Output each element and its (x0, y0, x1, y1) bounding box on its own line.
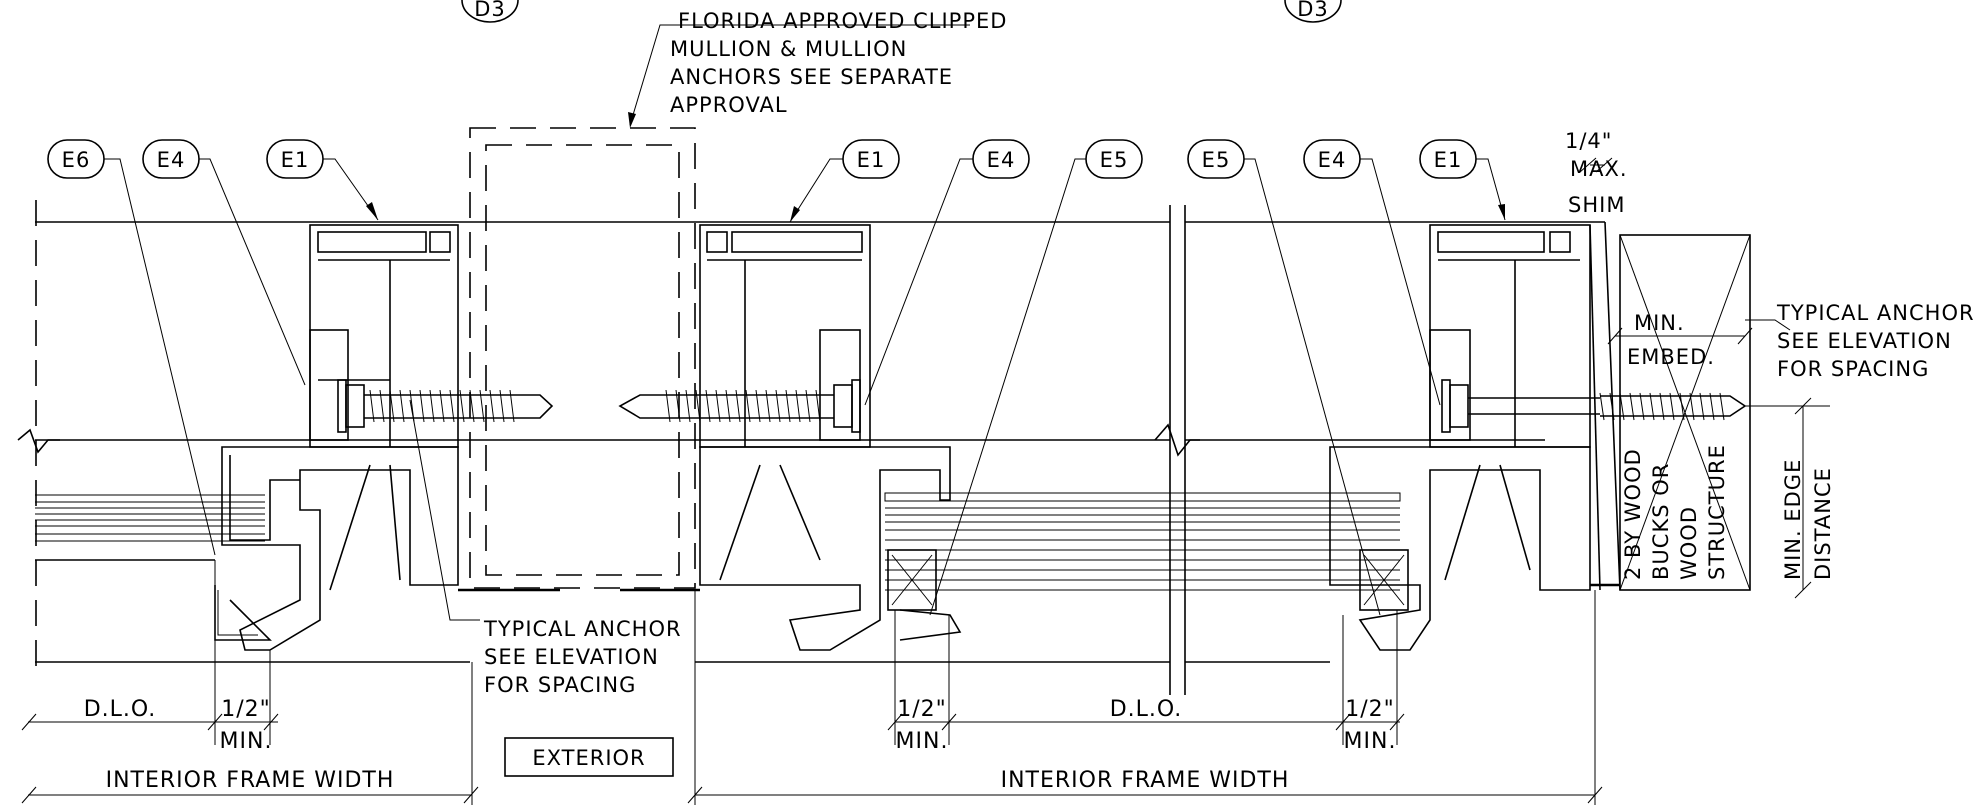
wood-structure (1589, 221, 1751, 591)
svg-text:INTERIOR FRAME WIDTH: INTERIOR FRAME WIDTH (106, 768, 395, 793)
label-exterior: EXTERIOR (504, 737, 674, 777)
anchor-screw-center (618, 379, 861, 433)
svg-text:E5: E5 (1100, 148, 1129, 172)
svg-text:MIN.: MIN. (1344, 729, 1397, 754)
callout-e4-b: E4 (972, 139, 1030, 179)
svg-text:INTERIOR FRAME WIDTH: INTERIOR FRAME WIDTH (1001, 768, 1290, 793)
glass-panel-left (35, 494, 265, 542)
callout-d3-left: D3 (461, 0, 519, 23)
svg-text:E6: E6 (62, 148, 91, 172)
anchor-screw-left (337, 379, 554, 433)
callout-e4-a: E4 (142, 139, 200, 179)
frame-profile-left (214, 224, 700, 651)
svg-text:TYPICAL ANCHOR: TYPICAL ANCHOR (483, 617, 682, 641)
glass-panel-center (884, 492, 1401, 591)
svg-text:MIN.: MIN. (1634, 311, 1685, 335)
note-min-embed: MIN. EMBED. (1607, 311, 1753, 369)
callout-e5-b: E5 (1187, 139, 1245, 179)
svg-text:SEE ELEVATION: SEE ELEVATION (484, 645, 659, 669)
svg-text:FOR SPACING: FOR SPACING (1777, 357, 1929, 381)
svg-text:D3: D3 (1297, 0, 1329, 21)
svg-text:APPROVAL: APPROVAL (670, 93, 788, 117)
svg-text:E5: E5 (1202, 148, 1231, 172)
svg-text:EXTERIOR: EXTERIOR (532, 746, 645, 770)
note-typical-anchor-right: TYPICAL ANCHOR SEE ELEVATION FOR SPACING (1776, 301, 1975, 381)
svg-text:1/4": 1/4" (1565, 129, 1612, 153)
wall-lines (17, 200, 1605, 695)
svg-text:EMBED.: EMBED. (1627, 345, 1715, 369)
svg-text:MIN. EDGE: MIN. EDGE (1781, 459, 1805, 580)
svg-text:DISTANCE: DISTANCE (1811, 467, 1835, 580)
svg-text:ANCHORS SEE SEPARATE: ANCHORS SEE SEPARATE (670, 65, 953, 89)
svg-text:E4: E4 (157, 148, 186, 172)
svg-text:FOR SPACING: FOR SPACING (484, 673, 636, 697)
svg-text:D.L.O.: D.L.O. (1110, 697, 1183, 722)
svg-text:MIN.: MIN. (220, 729, 273, 754)
callout-e6: E6 (47, 139, 105, 179)
svg-text:D3: D3 (474, 0, 506, 21)
anchor-screw-right (1441, 379, 1830, 433)
frame-profile-right (1329, 224, 1620, 651)
note-min-edge-distance: MIN. EDGE DISTANCE (1781, 397, 1835, 599)
svg-text:SHIM: SHIM (1568, 193, 1625, 217)
note-wood-structure: 2 BY WOOD BUCKS OR WOOD STRUCTURE (1621, 444, 1729, 580)
frame-profile-center (699, 224, 962, 651)
svg-text:1/2": 1/2" (221, 697, 271, 722)
leader-lines (104, 24, 1791, 621)
callout-e4-c: E4 (1303, 139, 1361, 179)
svg-text:MAX.: MAX. (1570, 157, 1628, 181)
clipped-mullion-outline (469, 127, 696, 589)
note-shim: 1/4" MAX. SHIM (1565, 129, 1628, 217)
svg-text:BUCKS OR: BUCKS OR (1649, 463, 1673, 580)
callout-e1-c: E1 (1419, 139, 1477, 179)
svg-text:1/2": 1/2" (1345, 697, 1395, 722)
svg-text:E4: E4 (987, 148, 1016, 172)
svg-text:STRUCTURE: STRUCTURE (1705, 444, 1729, 580)
svg-text:TYPICAL ANCHOR: TYPICAL ANCHOR (1776, 301, 1975, 325)
svg-text:MIN.: MIN. (896, 729, 949, 754)
svg-text:E1: E1 (281, 148, 310, 172)
svg-text:D.L.O.: D.L.O. (84, 697, 157, 722)
note-florida-mullion: FLORIDA APPROVED CLIPPED MULLION & MULLI… (670, 9, 1007, 117)
svg-text:1/2": 1/2" (897, 697, 947, 722)
callout-e1-a: E1 (266, 139, 324, 179)
svg-text:2 BY WOOD: 2 BY WOOD (1621, 448, 1645, 580)
dimension-right: 1/2" MIN. D.L.O. 1/2" MIN. INTERIOR FRAM… (687, 590, 1603, 805)
callout-e5-a: E5 (1085, 139, 1143, 179)
dimension-left: D.L.O. 1/2" MIN. INTERIOR FRAME WIDTH (21, 560, 479, 805)
svg-text:E4: E4 (1318, 148, 1347, 172)
svg-text:E1: E1 (1434, 148, 1463, 172)
note-typical-anchor-center: TYPICAL ANCHOR SEE ELEVATION FOR SPACING (483, 617, 682, 697)
svg-text:MULLION & MULLION: MULLION & MULLION (670, 37, 907, 61)
callout-d3-right: D3 (1284, 0, 1342, 23)
svg-text:SEE ELEVATION: SEE ELEVATION (1777, 329, 1952, 353)
svg-text:WOOD: WOOD (1677, 506, 1701, 580)
callout-e1-b: E1 (842, 139, 900, 179)
svg-text:E1: E1 (857, 148, 886, 172)
svg-text:FLORIDA APPROVED CLIPPED: FLORIDA APPROVED CLIPPED (678, 9, 1007, 33)
